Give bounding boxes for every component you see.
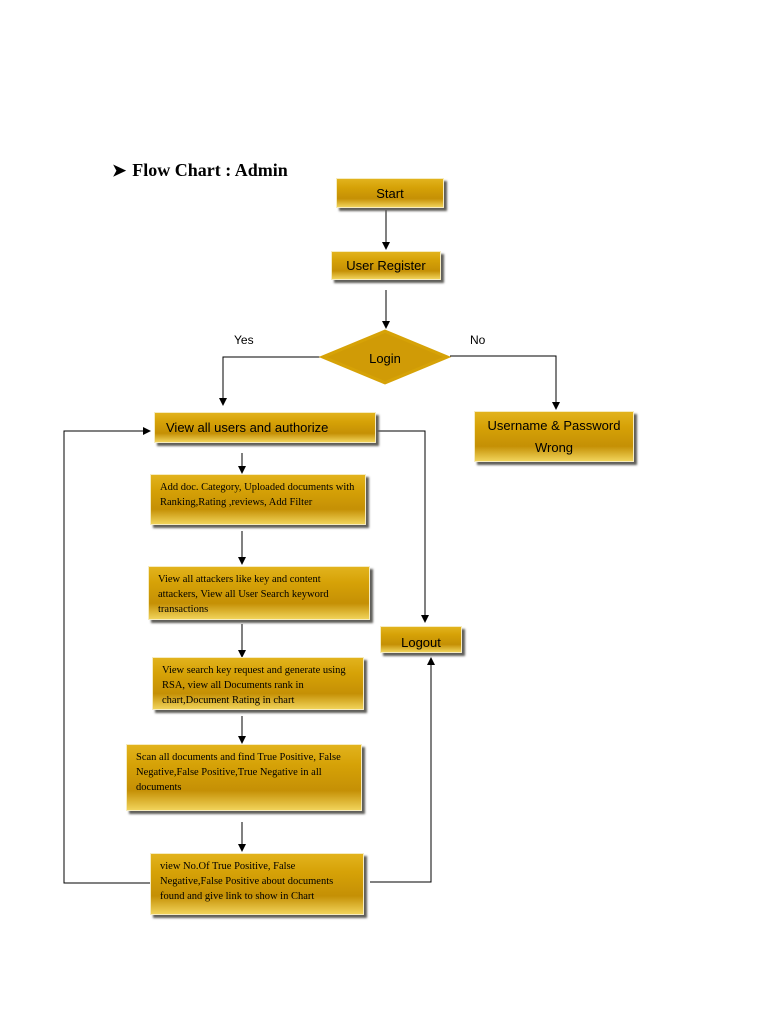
- title-text: Flow Chart : Admin: [132, 160, 288, 180]
- view-no-of-node: view No.Of True Positive, False Negative…: [150, 853, 364, 915]
- edge-loop-back: [63, 427, 151, 884]
- page-title: ➤ Flow Chart : Admin: [112, 160, 288, 181]
- login-node-label: Login: [369, 350, 401, 366]
- start-node: Start: [336, 178, 444, 208]
- view-attackers-node: View all attackers like key and content …: [148, 566, 370, 620]
- scan-docs-node: Scan all documents and find True Positiv…: [126, 744, 362, 811]
- edge-viewno-logout: [370, 657, 435, 883]
- logout-node: Logout: [380, 626, 462, 653]
- add-doc-node: Add doc. Category, Uploaded documents wi…: [150, 474, 366, 525]
- view-search-node: View search key request and generate usi…: [152, 657, 364, 710]
- wrong-credentials-node: Username & Password Wrong: [474, 411, 634, 462]
- view-users-node: View all users and authorize: [154, 412, 376, 443]
- user-register-node: User Register: [331, 251, 441, 280]
- edge-login-yes: [219, 356, 320, 406]
- login-decision-shape: [318, 329, 452, 385]
- bullet-arrow-icon: ➤: [112, 161, 127, 180]
- no-label: No: [470, 333, 486, 347]
- edge-login-no: [450, 355, 560, 410]
- yes-label: Yes: [234, 333, 254, 347]
- edge-viewusers-logout: [376, 430, 429, 623]
